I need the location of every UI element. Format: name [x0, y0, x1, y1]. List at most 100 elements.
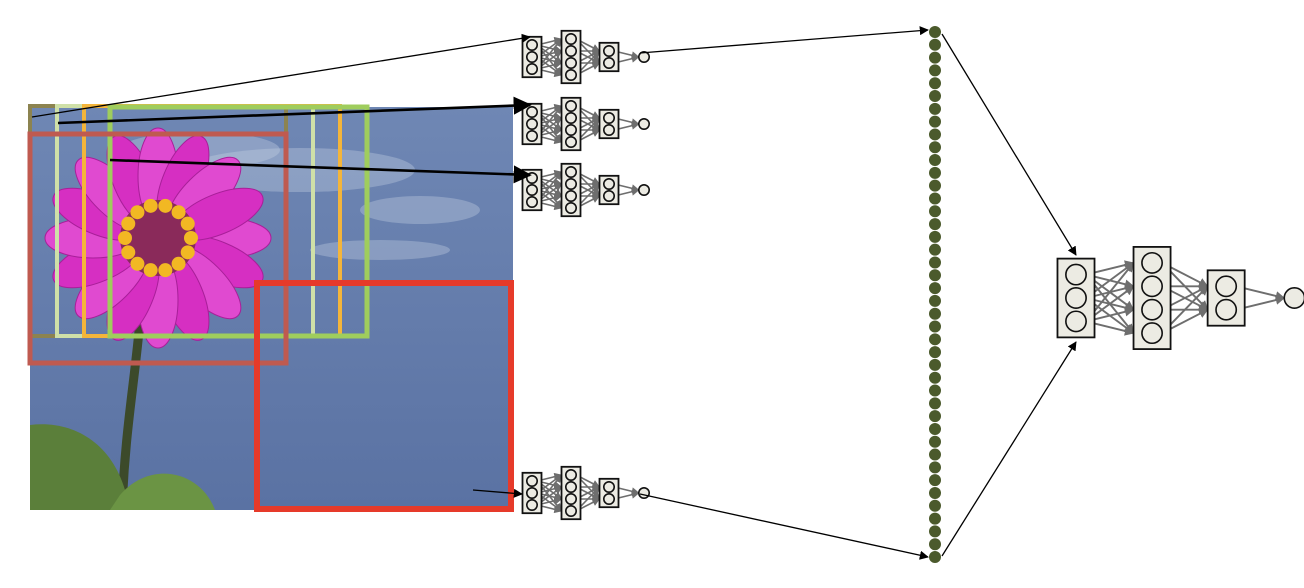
neuron	[564, 69, 577, 82]
neuron	[564, 480, 577, 493]
feature-dot	[929, 422, 941, 435]
stamen	[158, 263, 173, 278]
neuron	[564, 190, 577, 203]
neuron	[602, 124, 615, 137]
feature-dot	[929, 243, 941, 256]
neuron	[1283, 287, 1304, 309]
neuron	[637, 486, 650, 499]
neuron	[637, 50, 650, 63]
cloud	[185, 148, 415, 192]
feature-dot	[929, 230, 941, 243]
arrow-features-to-classifier-top	[941, 33, 1077, 256]
neuron	[564, 32, 577, 45]
neuron	[602, 56, 615, 69]
classifier-network	[1056, 246, 1304, 350]
feature-dot	[929, 77, 941, 90]
stamen	[121, 216, 136, 231]
neuron	[602, 480, 615, 493]
neuron	[564, 112, 577, 125]
neuron	[525, 196, 538, 209]
feature-dot	[929, 551, 941, 563]
region-boxes	[27, 104, 514, 512]
neuron	[525, 498, 538, 511]
neuron	[525, 62, 538, 75]
neuron	[564, 492, 577, 505]
feature-dot	[929, 128, 941, 141]
feature-dot	[929, 435, 941, 448]
arrow-net4-to-features	[639, 493, 929, 560]
network-layer-box	[560, 162, 582, 218]
neuron	[1215, 275, 1238, 298]
neuron	[1141, 275, 1163, 298]
stamen	[171, 256, 186, 271]
stamen	[121, 245, 136, 260]
feature-dot	[929, 461, 941, 474]
neuron	[1065, 287, 1087, 309]
feature-dot	[929, 38, 941, 51]
neuron	[1141, 251, 1163, 274]
feature-dot	[929, 358, 941, 371]
stamen	[171, 205, 186, 220]
feature-dot	[929, 525, 941, 538]
feature-dot	[929, 179, 941, 192]
neuron	[564, 468, 577, 481]
neuron	[602, 492, 615, 505]
cloud	[360, 196, 480, 224]
stamen	[130, 256, 145, 271]
feature-dot	[929, 294, 941, 307]
neuron	[525, 474, 538, 487]
neuron	[1065, 310, 1087, 333]
feature-dot	[929, 51, 941, 64]
leaf	[30, 424, 125, 510]
neuron	[525, 50, 538, 63]
neuron	[564, 56, 577, 69]
feature-dot	[929, 512, 941, 525]
feature-dot	[929, 256, 941, 269]
arrow-region-to-net4	[472, 488, 523, 498]
feature-dot	[929, 205, 941, 218]
neuron	[564, 178, 577, 191]
stamen	[143, 198, 158, 213]
feature-dot	[929, 384, 941, 397]
feature-dot	[929, 486, 941, 499]
neuron	[564, 124, 577, 137]
large-network	[1056, 246, 1304, 350]
feature-dot	[929, 499, 941, 512]
feature-dot	[929, 166, 941, 179]
neuron	[564, 166, 577, 179]
feature-dot	[929, 448, 941, 461]
feature-dot	[929, 26, 941, 38]
feature-dot	[929, 320, 941, 333]
feature-dot	[929, 397, 941, 410]
neuron	[525, 486, 538, 499]
small-network-2	[521, 96, 650, 152]
neuron	[564, 504, 577, 517]
arrow-region-to-net1	[31, 33, 531, 118]
feature-dot	[929, 192, 941, 205]
arrow-region-to-net3	[109, 158, 532, 184]
neuron	[602, 178, 615, 191]
stamen	[158, 198, 173, 213]
stamen	[130, 205, 145, 220]
neuron	[525, 38, 538, 51]
small-network-1	[521, 29, 650, 85]
arrows	[31, 26, 1077, 560]
neuron	[637, 184, 650, 197]
neuron	[564, 44, 577, 57]
neuron	[564, 202, 577, 215]
feature-dot	[929, 371, 941, 384]
neuron	[602, 190, 615, 203]
neuron	[525, 106, 538, 119]
neuron	[1141, 298, 1163, 321]
network-layer-box	[560, 96, 582, 152]
stamen	[118, 231, 132, 245]
small-network-4	[521, 465, 650, 521]
neuron	[1065, 263, 1087, 286]
leaf	[110, 473, 215, 510]
neuron	[1141, 322, 1163, 345]
cloud	[310, 240, 450, 260]
neuron	[525, 118, 538, 131]
feature-dot	[929, 115, 941, 128]
box-light-green	[107, 104, 370, 339]
neuron	[637, 118, 650, 131]
